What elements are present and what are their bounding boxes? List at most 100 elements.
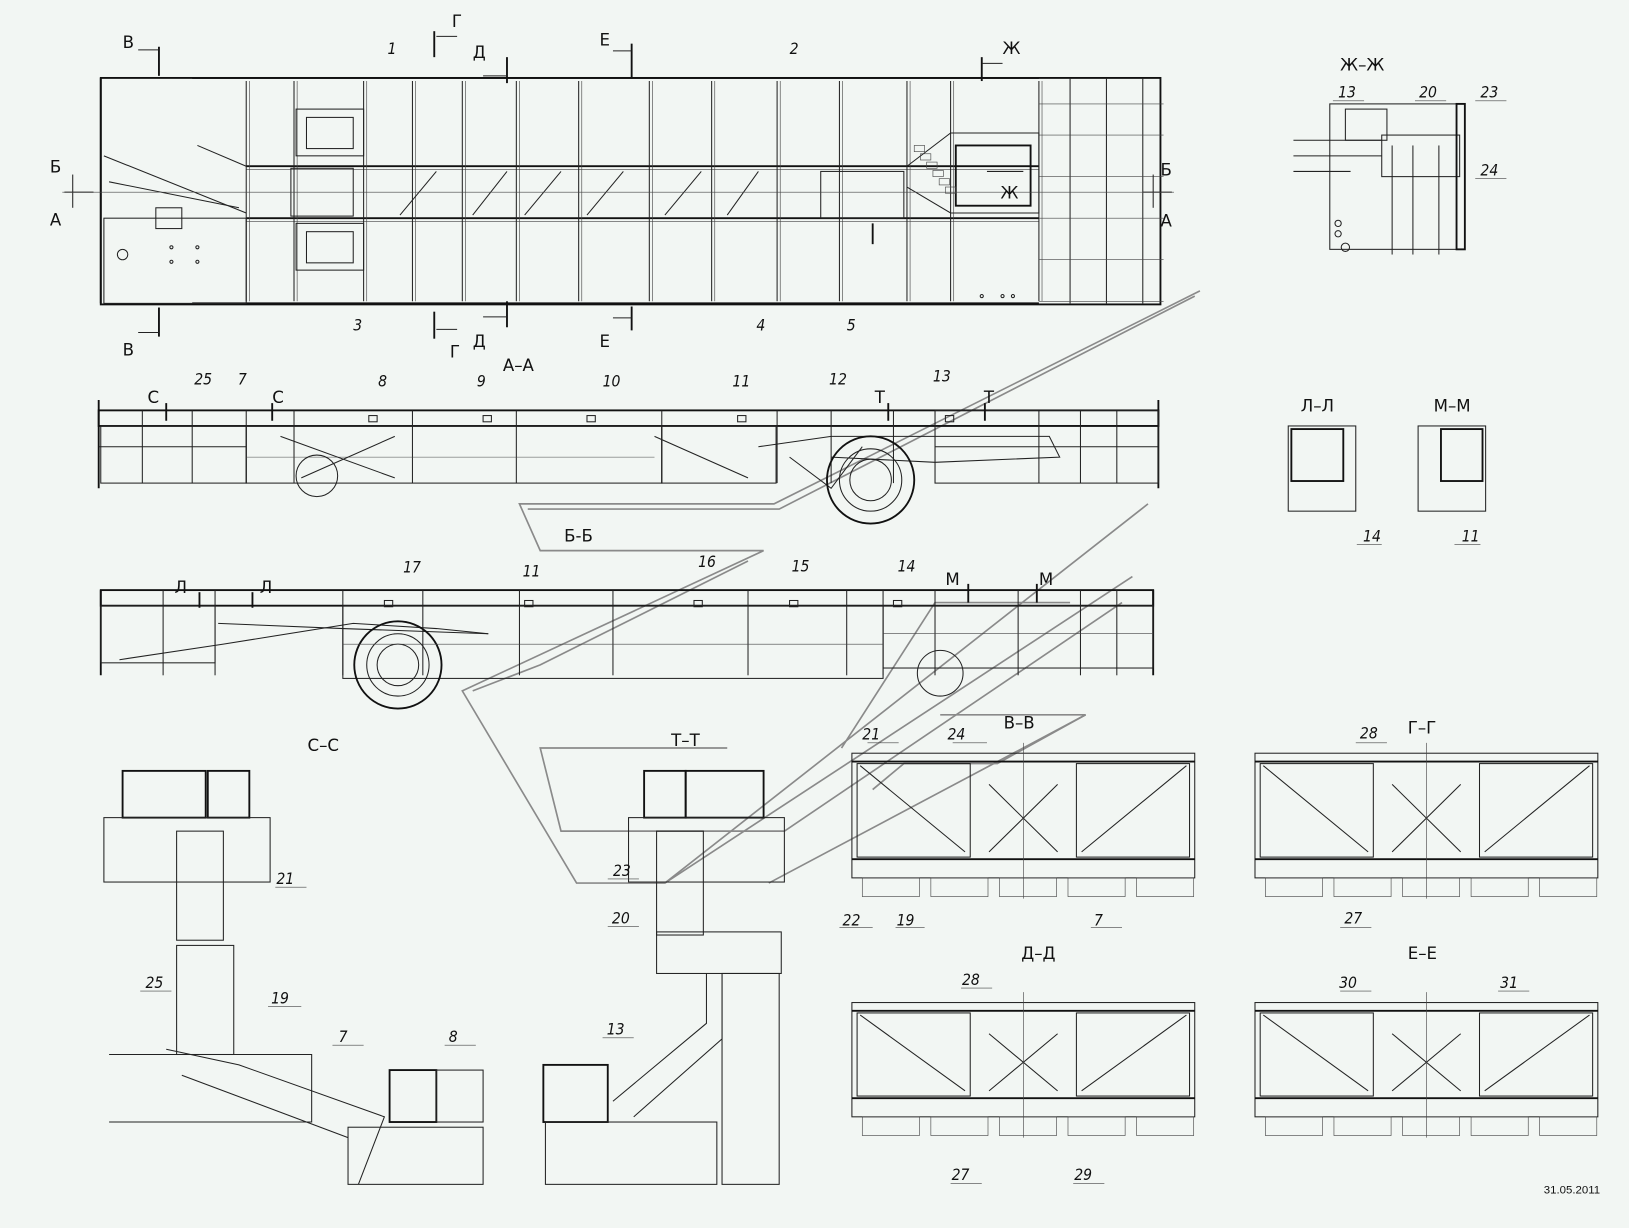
drawing-date: 31.05.2011 — [1544, 1185, 1600, 1197]
drawing-line — [1010, 294, 1016, 299]
axle-frame — [820, 170, 905, 219]
drawing-line — [945, 186, 957, 194]
drawing-line — [1259, 1012, 1374, 1097]
drawing-line — [1334, 230, 1342, 238]
wheel-tire — [861, 877, 920, 897]
diagonal-brace — [1262, 765, 1369, 853]
drawing-line — [856, 763, 971, 858]
part-number: 24 — [1480, 162, 1498, 180]
drawing-line — [932, 170, 944, 177]
guide-outline — [664, 575, 1133, 884]
wheel-tire — [1067, 877, 1126, 897]
part-number: 17 — [403, 558, 421, 576]
view-a-a-labels: А–А С С Т Т 25 7 8 9 10 11 12 13 — [148, 356, 995, 407]
section-mark: С — [272, 388, 284, 407]
part-number: 16 — [698, 553, 716, 571]
drawing-line — [103, 155, 247, 214]
hatch — [155, 207, 183, 230]
drawing-line — [435, 1069, 484, 1123]
part-number: 20 — [612, 910, 630, 928]
wheel-tire — [930, 877, 989, 897]
part-number: 21 — [276, 870, 294, 888]
view-zh-zh-labels: Ж–Ж 13 20 23 24 — [1338, 56, 1498, 180]
diagonal-brace — [472, 171, 508, 216]
view-title: Ж–Ж — [1340, 56, 1384, 75]
part-number: 8 — [378, 372, 387, 390]
wheel-tire — [1265, 877, 1323, 897]
diagonal-brace — [399, 171, 437, 216]
drawing-line — [1455, 102, 1466, 251]
guide-outline — [768, 713, 1087, 884]
part-number: 1 — [388, 40, 397, 58]
drawing-line — [938, 178, 950, 186]
drawing-line — [1075, 763, 1191, 858]
wheel-tire — [930, 1116, 989, 1136]
part-number: 7 — [238, 370, 247, 388]
section-mark: Б — [50, 157, 61, 176]
section-mark: М — [945, 570, 959, 589]
view-s-s-t-t-labels: С–С 21 25 19 7 8 Т–Т 23 20 13 — [145, 731, 700, 1046]
part-number: 12 — [829, 370, 847, 388]
section-mark: Т — [874, 388, 886, 407]
wheel-tire — [999, 1116, 1057, 1136]
part-number: 19 — [271, 990, 289, 1008]
part-number: 25 — [145, 974, 163, 992]
part-number: 10 — [603, 372, 621, 390]
bracket — [737, 415, 747, 423]
part-number: 22 — [843, 912, 861, 930]
view-l-l-m-m-labels: Л–Л 14 М–М 11 — [1301, 396, 1480, 545]
wheel-tire — [1333, 877, 1392, 897]
section-mark: Л — [175, 578, 188, 597]
section-mark: А — [50, 210, 62, 229]
drawing-line — [1478, 763, 1594, 858]
section-mark: М — [1039, 570, 1053, 589]
drawing-line — [1259, 763, 1374, 858]
section-mark: А — [1160, 211, 1172, 230]
mount-box — [295, 222, 365, 271]
drawing-line — [544, 1121, 718, 1185]
part-number: 8 — [449, 1028, 458, 1046]
tube — [121, 769, 207, 819]
suspension-arm — [758, 435, 1061, 463]
hole — [169, 259, 174, 264]
section-mark: Б — [1160, 161, 1171, 180]
part-number: 11 — [523, 563, 541, 581]
hub — [376, 643, 420, 687]
drawing-line — [103, 817, 271, 883]
front-plate — [103, 217, 247, 304]
part-number: 14 — [898, 557, 916, 575]
bracket — [383, 599, 394, 608]
wheel-tire — [1402, 1116, 1460, 1136]
mount-box — [295, 108, 365, 157]
tube-section — [1290, 428, 1345, 482]
section-mark: С — [148, 388, 160, 407]
section-mark: Е — [599, 31, 610, 50]
wheel-tire — [1470, 1116, 1529, 1136]
part-number: 23 — [1480, 84, 1498, 102]
drawing-line — [1075, 1012, 1191, 1097]
wheel-tire — [1402, 877, 1460, 897]
l-l-section — [1287, 425, 1357, 512]
cross-section-labels: В–В 21 24 22 19 7 Г–Г 28 27 Д–Д 28 27 29… — [843, 713, 1518, 1184]
guide-outline — [461, 290, 1201, 884]
view-title: Л–Л — [1301, 396, 1334, 415]
drawing-line — [913, 145, 925, 152]
part-number: 3 — [353, 316, 362, 334]
view-title: Е–Е — [1408, 944, 1437, 963]
drawing-line — [633, 973, 723, 1118]
section-mark: Д — [473, 332, 486, 351]
view-title: М–М — [1434, 396, 1471, 415]
brace — [654, 435, 749, 479]
drawing-line — [1334, 219, 1342, 228]
section-mark: Г — [452, 12, 462, 31]
drawing-line — [920, 153, 932, 161]
brace — [280, 435, 395, 479]
diagonal-brace — [1484, 1014, 1590, 1092]
mount-plate — [305, 116, 354, 150]
part-number: 2 — [790, 40, 799, 58]
guide-outline — [472, 560, 749, 692]
wheel-tire — [1539, 877, 1598, 897]
suspension-arm — [119, 622, 489, 661]
section-mark: В — [123, 33, 134, 52]
section-mark: Д — [473, 43, 486, 62]
